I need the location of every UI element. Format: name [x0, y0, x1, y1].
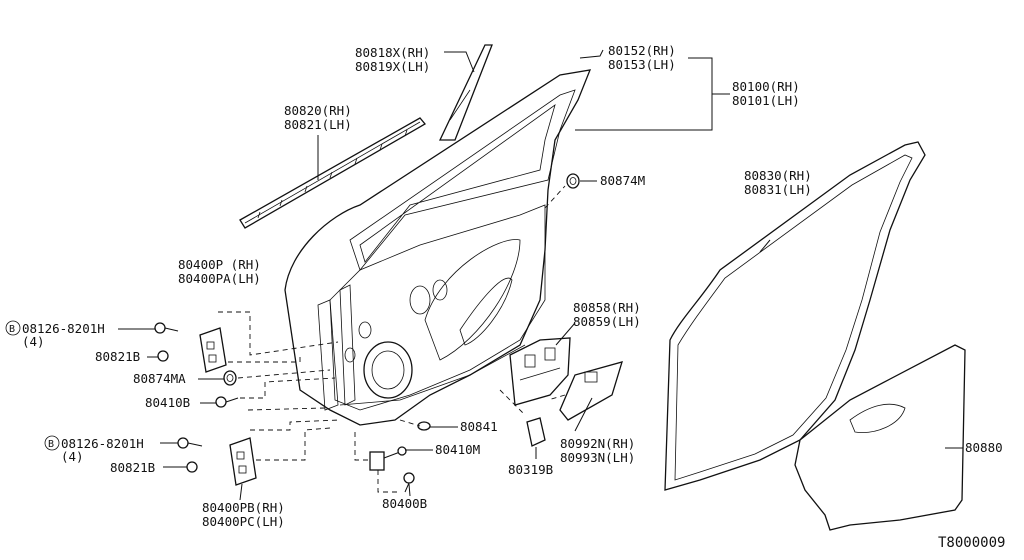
- label-80410m: 80410M: [435, 442, 480, 457]
- door-shell: [284, 69, 592, 426]
- label-80821: 80821(LH): [284, 117, 352, 132]
- circle-b-upper-text: B: [9, 324, 15, 335]
- label-80400pa: 80400PA(LH): [178, 271, 261, 286]
- label-80400pb: 80400PB(RH): [202, 500, 285, 515]
- label-80152: 80152(RH): [608, 43, 676, 58]
- bolt-upper: [154, 322, 179, 334]
- assembly-lines: [218, 185, 566, 493]
- label-bolt-lower-qty: (4): [61, 449, 84, 464]
- label-80820: 80820(RH): [284, 103, 352, 118]
- label-80410b: 80410B: [145, 395, 190, 410]
- circle-b-lower: [44, 435, 60, 451]
- label-80859: 80859(LH): [573, 314, 641, 329]
- label-80100: 80100(RH): [732, 79, 800, 94]
- nut-upper: [157, 350, 169, 362]
- grommet-80874m: [566, 173, 580, 189]
- label-80821b-upper: 80821B: [95, 349, 140, 364]
- nut-lower: [186, 461, 198, 473]
- glass-run-channel: [438, 44, 493, 141]
- label-80818x: 80818X(RH): [355, 45, 430, 60]
- label-80858: 80858(RH): [573, 300, 641, 315]
- access-cover: [559, 361, 623, 421]
- label-80874m: 80874M: [600, 173, 645, 188]
- bolt-lower: [177, 437, 203, 449]
- label-80400pc: 80400PC(LH): [202, 514, 285, 529]
- label-80101: 80101(LH): [732, 93, 800, 108]
- label-80821b-lower: 80821B: [110, 460, 155, 475]
- label-bolt-upper-qty: (4): [22, 334, 45, 349]
- label-80153: 80153(LH): [608, 57, 676, 72]
- stopper-80319b: [526, 417, 546, 447]
- part-labels: 80818X(RH) 80819X(LH) 80152(RH) 80153(LH…: [5, 43, 1005, 551]
- label-80819x: 80819X(LH): [355, 59, 430, 74]
- grommet-80874ma: [223, 370, 237, 386]
- label-bolt-lower: 08126-8201H: [61, 436, 144, 451]
- clip-80841: [417, 421, 431, 431]
- label-80400p: 80400P (RH): [178, 257, 261, 272]
- bolt-80400b: [403, 472, 415, 493]
- circle-b-lower-text: B: [48, 439, 54, 450]
- label-80880: 80880: [965, 440, 1003, 455]
- speaker-bracket: [509, 337, 571, 406]
- sealing-screen: [794, 344, 966, 531]
- outer-weatherstrip: [239, 117, 426, 229]
- lower-hinge: [229, 437, 257, 486]
- leader-lines: [118, 49, 963, 501]
- label-80400b: 80400B: [382, 496, 427, 511]
- label-80993n: 80993N(LH): [560, 450, 635, 465]
- label-80992n: 80992N(RH): [560, 436, 635, 451]
- label-80874ma: 80874MA: [133, 371, 186, 386]
- label-bolt-upper: 08126-8201H: [22, 321, 105, 336]
- bolt-80410b: [215, 396, 239, 408]
- label-80319b: 80319B: [508, 462, 553, 477]
- label-80831: 80831(LH): [744, 182, 812, 197]
- label-80830: 80830(RH): [744, 168, 812, 183]
- door-weatherstrip: [664, 141, 926, 491]
- label-80841: 80841: [460, 419, 498, 434]
- diagram-code: T8000009: [938, 535, 1005, 551]
- circle-b-upper: [5, 320, 21, 336]
- upper-hinge: [199, 327, 227, 373]
- check-link: [369, 446, 407, 471]
